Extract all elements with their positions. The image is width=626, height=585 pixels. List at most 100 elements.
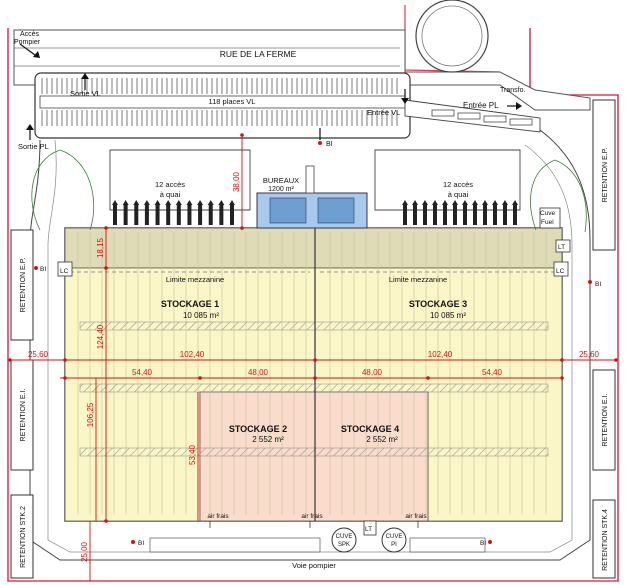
bi-markers [34,141,592,544]
dim-25-00: 25,00 [80,541,89,562]
dock-truck-cab [165,200,172,205]
retention-ep-left-label: RETENTION E.P. [20,258,27,313]
dock-band-left [64,227,316,269]
dock-truck [123,205,128,225]
dock-truck-cab [197,200,204,205]
offices-name: BUREAUX [263,176,299,185]
dock-truck-cab [422,200,428,205]
bi-label-bottom-right: BI [480,540,486,547]
dock-truck-cab [452,200,458,205]
stockage-2-area [199,391,316,522]
firewall-band-2 [79,383,549,393]
dock-truck-cab [207,200,214,205]
dock-truck [166,205,171,225]
dock-truck [443,205,447,225]
dock-truck-cab [175,200,182,205]
dim-124-40: 124,40 [96,324,105,349]
dock-truck-cab [492,200,498,205]
retention-ep-right-label: RETENTION E.P. [602,148,609,203]
cuve-pi-tank [381,527,407,553]
cuve-spk-label-1: CUVE [336,534,353,540]
dim-53-40: 53,40 [188,444,197,465]
entry-vl-label: Entrée VL [367,108,400,117]
dock-truck [187,205,192,225]
cuve-fuel-box [539,207,561,229]
retention-ei-left-label: RETENTION E.I. [20,389,27,442]
racks [77,232,547,515]
dock-truck-cab [432,200,438,205]
retention-ep-left [10,229,34,341]
stockage-2-name: STOCKAGE 2 [229,424,287,434]
cuve-spk-tank [331,527,357,553]
dock-truck-cab [154,200,161,205]
dock-trucks-left [112,200,235,225]
dock-truck [219,205,224,225]
dock-truck [208,205,213,225]
road-label: RUE DE LA FERME [220,49,297,59]
dock-truck-cab [143,200,150,205]
flow-arrows [19,43,522,140]
air-frais-1: air frais [207,513,229,520]
stockage-2-area-label: 2 552 m² [252,435,284,444]
transfo-label: Transfo. [500,87,525,94]
dock-truck [423,205,427,225]
dock-truck-cab [472,200,478,205]
lc-label-left: LC [60,268,69,275]
dock-truck-cab [112,200,118,205]
dock-truck-cab [442,200,448,205]
mezzanine-label-left: Limite mezzanine [166,275,224,284]
retention-stk4 [592,499,616,579]
cuve-pi-label-2: PI [391,542,397,548]
docks-left-label-1: 12 accès [155,180,185,189]
dock-truck [493,205,497,225]
dock-truck-cab [133,200,140,205]
dock-truck [513,205,517,225]
exit-pl-label: Sortie PL [18,142,49,151]
site-boundary [7,28,619,582]
stockage-1-name: STOCKAGE 1 [161,299,219,309]
retention-ei-right-label: RETENTION E.I. [602,394,609,447]
cuve-fuel-label-1: Cuve [540,210,556,217]
vl-places-label: 118 places VL [209,97,256,106]
fire-access-label-2: Pompier [14,39,41,46]
firewall-band-1 [79,321,549,331]
dock-truck-cab [122,200,129,205]
dock-truck [144,205,149,225]
dock-truck [176,205,181,225]
bi-label-bottom-left: BI [138,540,144,547]
bi-label-top: BI [326,141,333,148]
truck-road-left [29,129,591,561]
truck-yards [109,149,521,211]
docks-right-label-1: 12 accès [443,180,473,189]
dock-truck [483,205,487,225]
stockage-4-area-label: 2 552 m² [366,435,398,444]
dock-truck-cab [462,200,468,205]
lt-label-bottom: LT [365,526,372,533]
dock-truck-cab [229,200,235,205]
retention-ep-right [592,99,616,251]
dock-truck-cab [502,200,508,205]
dim-48-00-left: 48,00 [248,368,269,377]
firewall-band-3 [79,447,549,457]
dim-48-00-right: 48,00 [362,368,383,377]
dock-truck-cab [412,200,418,205]
dim-25-60-left: 25,60 [28,350,49,359]
dock-truck-cab [186,200,193,205]
dimension-lines [10,135,616,581]
entry-pl-label: Entrée PL [463,101,499,110]
roundabout [415,0,489,73]
stockage-3-name: STOCKAGE 3 [409,299,467,309]
dock-truck [473,205,477,225]
docks-right-label-2: à quai [448,190,469,199]
dim-102-40-left: 102,40 [180,350,205,359]
fire-lane-label: Voie pompier [292,561,336,570]
bi-label-right: BI [595,281,601,288]
offices-area: 1200 m² [268,186,294,193]
air-frais-2: air frais [301,513,323,520]
bottom-parking [149,537,486,553]
dim-54-40-right: 54,40 [482,368,503,377]
dock-truck [403,205,407,225]
retention-stk2-label: RETENTION STK.2 [20,506,27,568]
